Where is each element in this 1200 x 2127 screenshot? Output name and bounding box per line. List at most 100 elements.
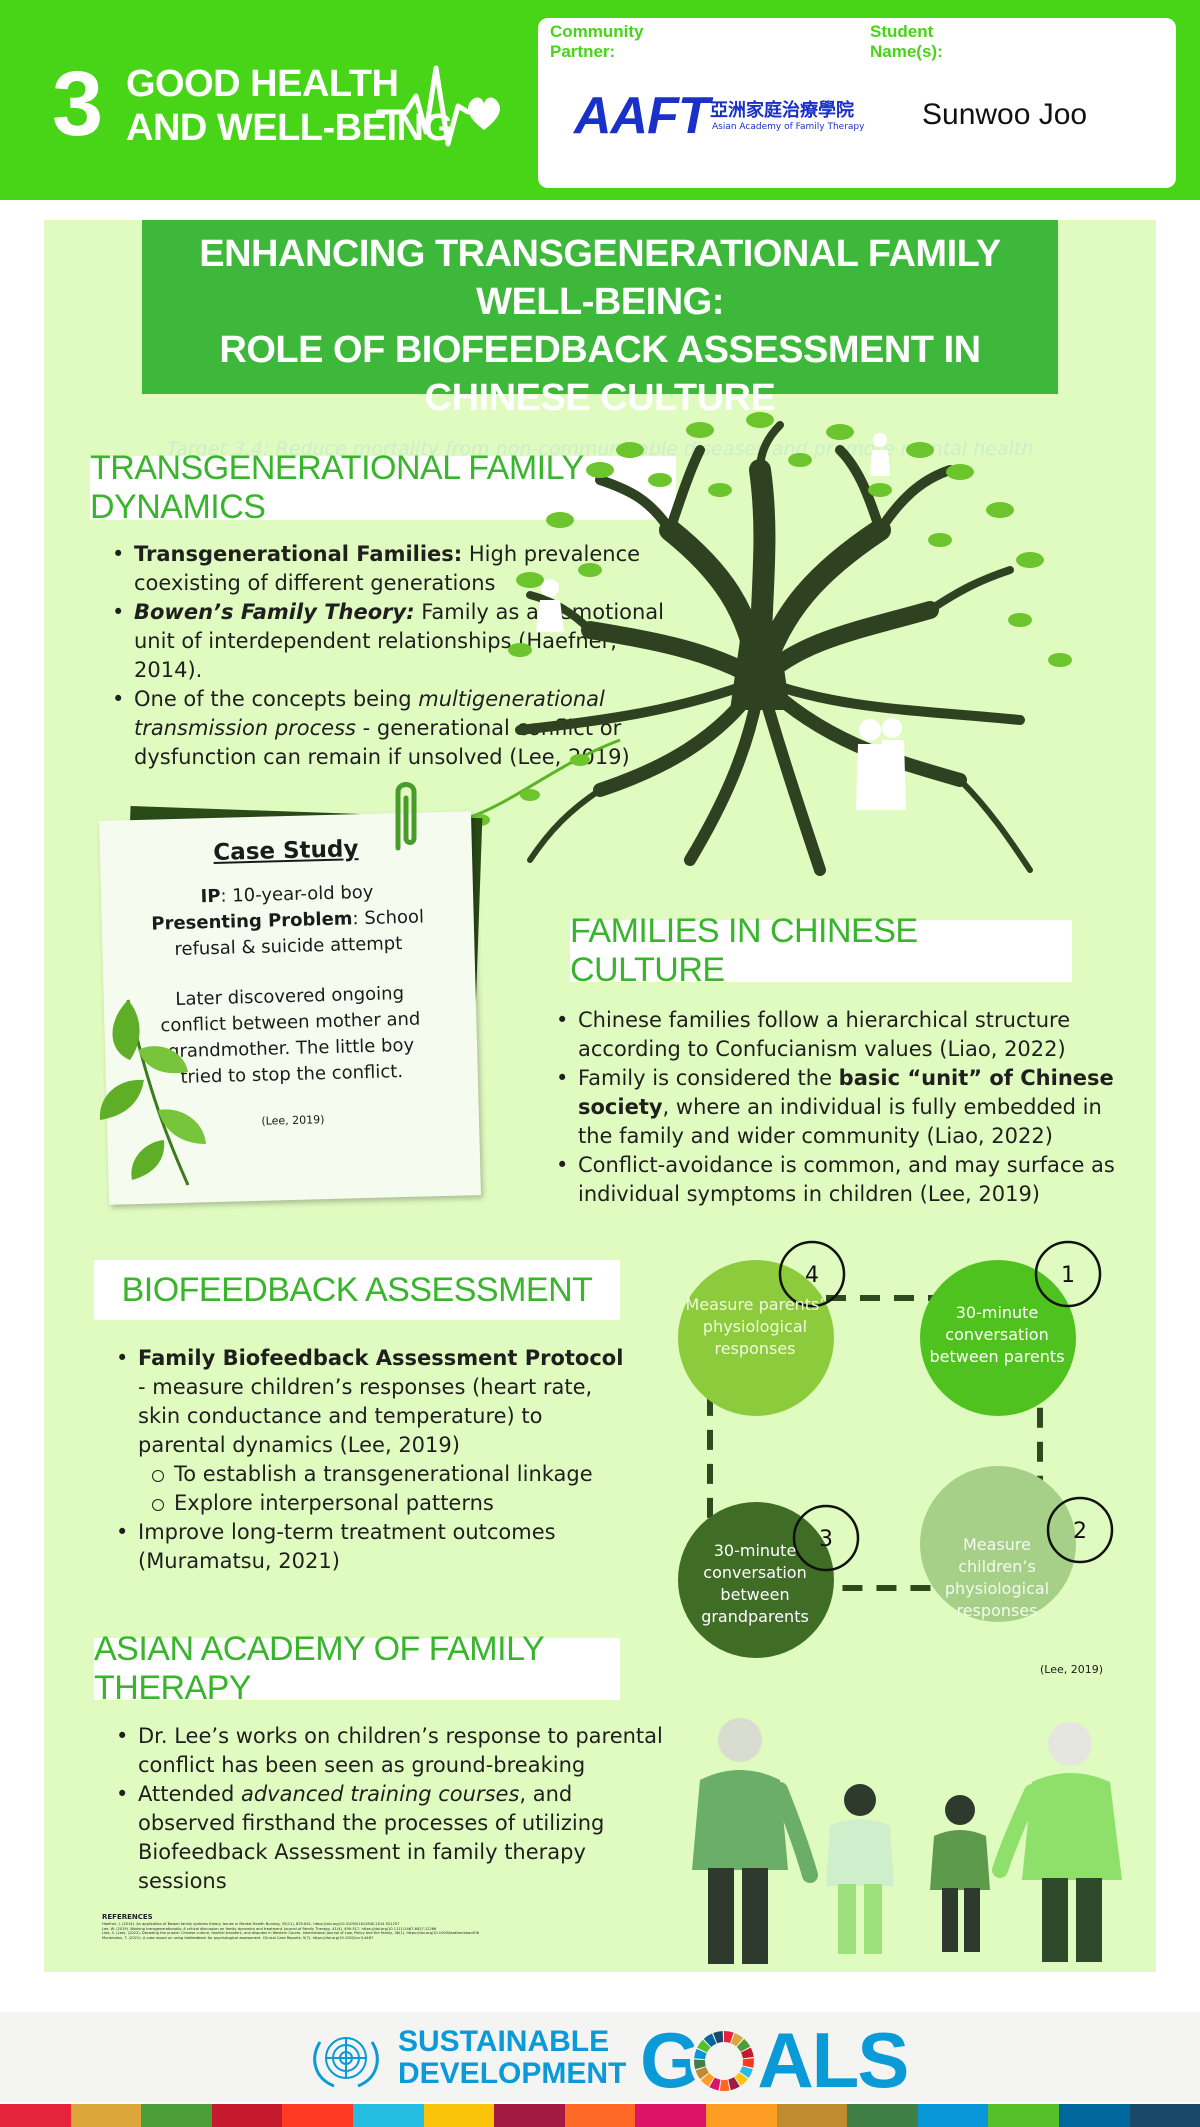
paperclip-icon <box>395 782 417 851</box>
stripe-segment <box>70 2104 142 2127</box>
wheel-segment <box>694 2059 706 2070</box>
wheel-segment <box>703 2033 717 2047</box>
section-title: ASIAN ACADEMY OF FAMILY THERAPY <box>94 1630 544 1707</box>
reference-item: Lee, W. (2019). Working transgenerationa… <box>102 1926 437 1931</box>
section-title: BIOFEEDBACK ASSESSMENT <box>121 1270 593 1309</box>
section-heading-dynamics: TRANSGENERATIONAL FAMILY DYNAMICS <box>90 449 676 526</box>
stripe-segment <box>423 2104 495 2127</box>
list-item: One of the concepts being multigeneratio… <box>112 685 672 772</box>
wheel-segment <box>697 2039 711 2053</box>
wheel-segment <box>724 2031 734 2043</box>
stripe-segment <box>564 2104 636 2127</box>
cycle-step-3-number: 3 <box>819 1527 833 1552</box>
sdg-goal-line1: GOOD HEALTH <box>126 63 399 105</box>
chinese-families-bullet-list: Chinese families follow a hierarchical s… <box>556 1006 1116 1209</box>
sdg-wordmark: SUSTAINABLE DEVELOPMENT <box>398 2026 626 2090</box>
section-title: FAMILIES IN CHINESE CULTURE <box>570 912 918 989</box>
stripe-segment <box>0 2104 71 2127</box>
list-item: Explore interpersonal patterns <box>138 1489 636 1518</box>
sdg-color-wheel-icon <box>694 2031 754 2091</box>
poster-title: ENHANCING TRANSGENERATIONAL FAMILY WELL-… <box>142 220 1058 460</box>
sdg-word-sustainable: SUSTAINABLE <box>398 2025 610 2058</box>
reference-item: Muramatsu, T. (2021). A case report on u… <box>102 1935 374 1940</box>
partner-card: Community Partner: Student Name(s): AAFT… <box>538 18 1176 188</box>
wheel-segment <box>700 2073 714 2087</box>
target-subtitle: Target 3.4: Reduce mortality from non-co… <box>166 438 1034 460</box>
reference-item: Haefner, J. (2014). An application of Bo… <box>102 1922 400 1926</box>
wheel-segment <box>728 2077 740 2091</box>
student-names-label: Student Name(s): <box>870 22 943 61</box>
section-heading-aaft: ASIAN ACADEMY OF FAMILY THERAPY <box>94 1630 620 1707</box>
cycle-step-4-number: 4 <box>805 1263 819 1288</box>
sdg-word-goals: GOALS <box>640 2016 909 2104</box>
reference-item: Liao, S. (Lee). (2022). Decoding the puz… <box>102 1931 480 1936</box>
dynamics-bullet-list: Transgenerational Families: High prevale… <box>112 540 672 772</box>
list-item: Chinese families follow a hierarchical s… <box>556 1006 1116 1064</box>
list-item: Attended advanced training courses, and … <box>116 1780 676 1896</box>
section-title: TRANSGENERATIONAL FAMILY DYNAMICS <box>90 449 584 526</box>
un-emblem-icon <box>313 2037 379 2088</box>
cycle-step-2-circle <box>920 1466 1076 1622</box>
aaft-logo-text: AAFT <box>574 87 710 145</box>
aaft-bullet-list: Dr. Lee’s works on children’s response t… <box>116 1722 676 1896</box>
stripe-segment <box>352 2104 424 2127</box>
references: REFERENCES Haefner, J. (2014). An applic… <box>102 1912 662 1940</box>
student-name: Sunwoo Joo <box>922 98 1088 131</box>
stripe-segment <box>847 2104 918 2127</box>
sdg-number: 3 <box>52 53 104 155</box>
aaft-logo-chinese: 亞洲家庭治療學院 <box>710 100 854 121</box>
stripe-segment <box>917 2104 989 2127</box>
biofeedback-cycle-diagram: 4 1 3 2 <box>678 1240 1114 1658</box>
family-tree-illustration <box>460 412 1072 876</box>
wheel-segment <box>739 2066 753 2078</box>
case-problem: Presenting Problem: School refusal & sui… <box>151 906 425 960</box>
list-item: Conflict-avoidance is common, and may su… <box>556 1151 1116 1209</box>
stripe-segment <box>635 2104 706 2127</box>
wheel-segment <box>709 2077 721 2091</box>
cycle-citation: (Lee, 2019) <box>1040 1663 1104 1676</box>
heartbeat-heart-icon <box>376 65 500 147</box>
title-line2: ROLE OF BIOFEEDBACK ASSESSMENT IN CHINES… <box>219 329 981 419</box>
wheel-segment <box>719 2079 730 2091</box>
cycle-step-4-circle <box>678 1260 834 1416</box>
list-item: Transgenerational Families: High prevale… <box>112 540 672 598</box>
community-partner-label: Community Partner: <box>550 22 644 61</box>
wheel-segment <box>734 2072 748 2086</box>
wheel-segment <box>741 2047 754 2059</box>
list-item: Bowen’s Family Theory: Family as an emot… <box>112 598 672 685</box>
stripe-segment <box>141 2104 212 2127</box>
section-heading-biofeedback: BIOFEEDBACK ASSESSMENT <box>94 1260 620 1320</box>
references-title: REFERENCES <box>102 1913 153 1921</box>
family-walking-illustration <box>692 1718 1122 1964</box>
stripe-segment <box>494 2104 565 2127</box>
wheel-segment <box>713 2031 724 2044</box>
stripe-segment <box>282 2104 353 2127</box>
wheel-segment <box>695 2067 709 2080</box>
stripe-segment <box>988 2104 1059 2127</box>
list-item: Family is considered the basic “unit” of… <box>556 1064 1116 1151</box>
sdg-color-stripe <box>0 2104 1200 2127</box>
list-item: Family Biofeedback Assessment Protocol -… <box>116 1344 636 1518</box>
cycle-step-1-label: 30-minute conversation between parents <box>929 1303 1065 1366</box>
stripe-segment <box>1058 2104 1130 2127</box>
section-heading-chinese-families: FAMILIES IN CHINESE CULTURE <box>570 912 1072 989</box>
cycle-step-1-circle <box>920 1260 1076 1416</box>
sdg-footer <box>0 2012 1200 2102</box>
biofeedback-bullet-list: Family Biofeedback Assessment Protocol -… <box>116 1344 636 1576</box>
wheel-segment <box>742 2058 754 2068</box>
cycle-step-3-label: 30-minute conversation between grandpare… <box>701 1541 809 1626</box>
cycle-step-1-number: 1 <box>1061 1263 1075 1288</box>
stripe-segment <box>705 2104 777 2127</box>
cycle-step-4-label: Measure parents’ physiological responses <box>685 1295 825 1358</box>
list-item: Dr. Lee’s works on children’s response t… <box>116 1722 676 1780</box>
list-item: To establish a transgenerational linkage <box>138 1460 636 1489</box>
stripe-segment <box>776 2104 848 2127</box>
stripe-segment <box>211 2104 283 2127</box>
stripe-segment <box>1129 2104 1200 2127</box>
title-line1: ENHANCING TRANSGENERATIONAL FAMILY WELL-… <box>199 233 1001 323</box>
wheel-segment <box>730 2033 744 2047</box>
sdg-goal-title: GOOD HEALTH AND WELL-BEING <box>126 62 453 150</box>
leaf-branch-illustration <box>99 999 206 1186</box>
cycle-step-2-number: 2 <box>1073 1519 1087 1544</box>
wheel-segment <box>694 2048 707 2060</box>
